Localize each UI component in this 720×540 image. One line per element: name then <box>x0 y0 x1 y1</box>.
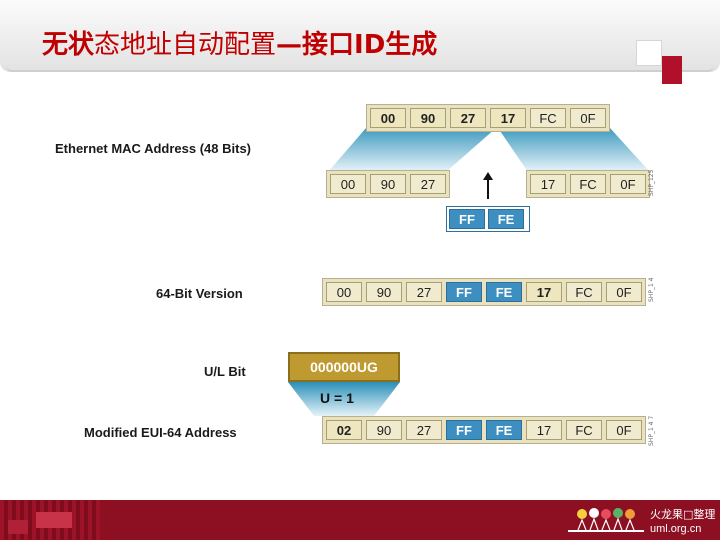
right-wedge <box>498 128 650 172</box>
title-plain-middle: 态地址自动配置 <box>94 30 277 60</box>
title-bold-suffix: —接口ID生成 <box>276 30 438 60</box>
mac-byte: 00 <box>370 108 406 128</box>
footer-square <box>36 512 72 528</box>
version64-byte: FE <box>486 282 522 302</box>
left-wedge <box>328 128 496 172</box>
version64-byte: 90 <box>366 282 402 302</box>
eui64-byte: 0F <box>606 420 642 440</box>
u-equals-one-label: U = 1 <box>320 390 354 406</box>
footer-bar <box>0 500 720 540</box>
eui64-byte: FC <box>566 420 602 440</box>
split-right-byte: FC <box>570 174 606 194</box>
split-wedge-graphic <box>328 128 650 172</box>
label-64bit-version: 64-Bit Version <box>156 286 243 301</box>
title-bar <box>0 0 720 72</box>
split-right-byte: 17 <box>530 174 566 194</box>
eui64-byte: FE <box>486 420 522 440</box>
version64-byte: 27 <box>406 282 442 302</box>
split-right-row: 17 FC 0F <box>526 170 650 198</box>
version64-byte: 00 <box>326 282 362 302</box>
label-eui64: Modified EUI-64 Address <box>84 425 237 440</box>
brand-name: 火龙果□整理 <box>650 508 716 521</box>
label-ul-bit: U/L Bit <box>204 364 246 379</box>
page-title: 无状态地址自动配置—接口ID生成 <box>42 24 437 61</box>
label-mac-address: Ethernet MAC Address (48 Bits) <box>55 141 251 156</box>
split-right-byte: 0F <box>610 174 646 194</box>
version64-byte: FF <box>446 282 482 302</box>
inserted-bytes-row: FF FE <box>446 206 530 232</box>
version64-row: 00 90 27 FF FE 17 FC 0F <box>322 278 646 306</box>
brand-logo-icon <box>568 508 644 532</box>
mac-address-row: 00 90 27 17 FC 0F <box>366 104 610 132</box>
split-left-byte: 90 <box>370 174 406 194</box>
corner-square-red <box>662 56 682 84</box>
insert-arrow-icon <box>483 172 493 199</box>
version64-byte: 0F <box>606 282 642 302</box>
mac-byte: 90 <box>410 108 446 128</box>
eui64-byte: 17 <box>526 420 562 440</box>
inserted-byte: FF <box>449 209 485 229</box>
split-left-byte: 27 <box>410 174 446 194</box>
split-left-byte: 00 <box>330 174 366 194</box>
inserted-byte: FE <box>488 209 524 229</box>
eui64-row: 02 90 27 FF FE 17 FC 0F <box>322 416 646 444</box>
mac-byte: 27 <box>450 108 486 128</box>
eui64-byte: 27 <box>406 420 442 440</box>
figure-code: SHP_125 <box>648 169 655 196</box>
ul-wedge <box>288 382 400 416</box>
figure-code: SHP_1 4 <box>648 277 655 302</box>
figure-code: SHP_1 4 7 <box>648 415 655 446</box>
eui64-byte: 02 <box>326 420 362 440</box>
version64-byte: FC <box>566 282 602 302</box>
mac-byte: 17 <box>490 108 526 128</box>
footer-square <box>8 520 28 534</box>
mac-byte: FC <box>530 108 566 128</box>
ug-bits-box: 000000UG <box>288 352 400 382</box>
corner-square-white <box>636 40 662 66</box>
mac-byte: 0F <box>570 108 606 128</box>
brand-url: uml.org.cn <box>650 523 702 535</box>
ul-wedge-graphic <box>288 382 400 416</box>
title-bar-edge <box>6 66 714 72</box>
eui64-byte: 90 <box>366 420 402 440</box>
eui64-byte: FF <box>446 420 482 440</box>
split-left-row: 00 90 27 <box>326 170 450 198</box>
title-bold-prefix: 无状 <box>42 30 95 60</box>
version64-byte: 17 <box>526 282 562 302</box>
